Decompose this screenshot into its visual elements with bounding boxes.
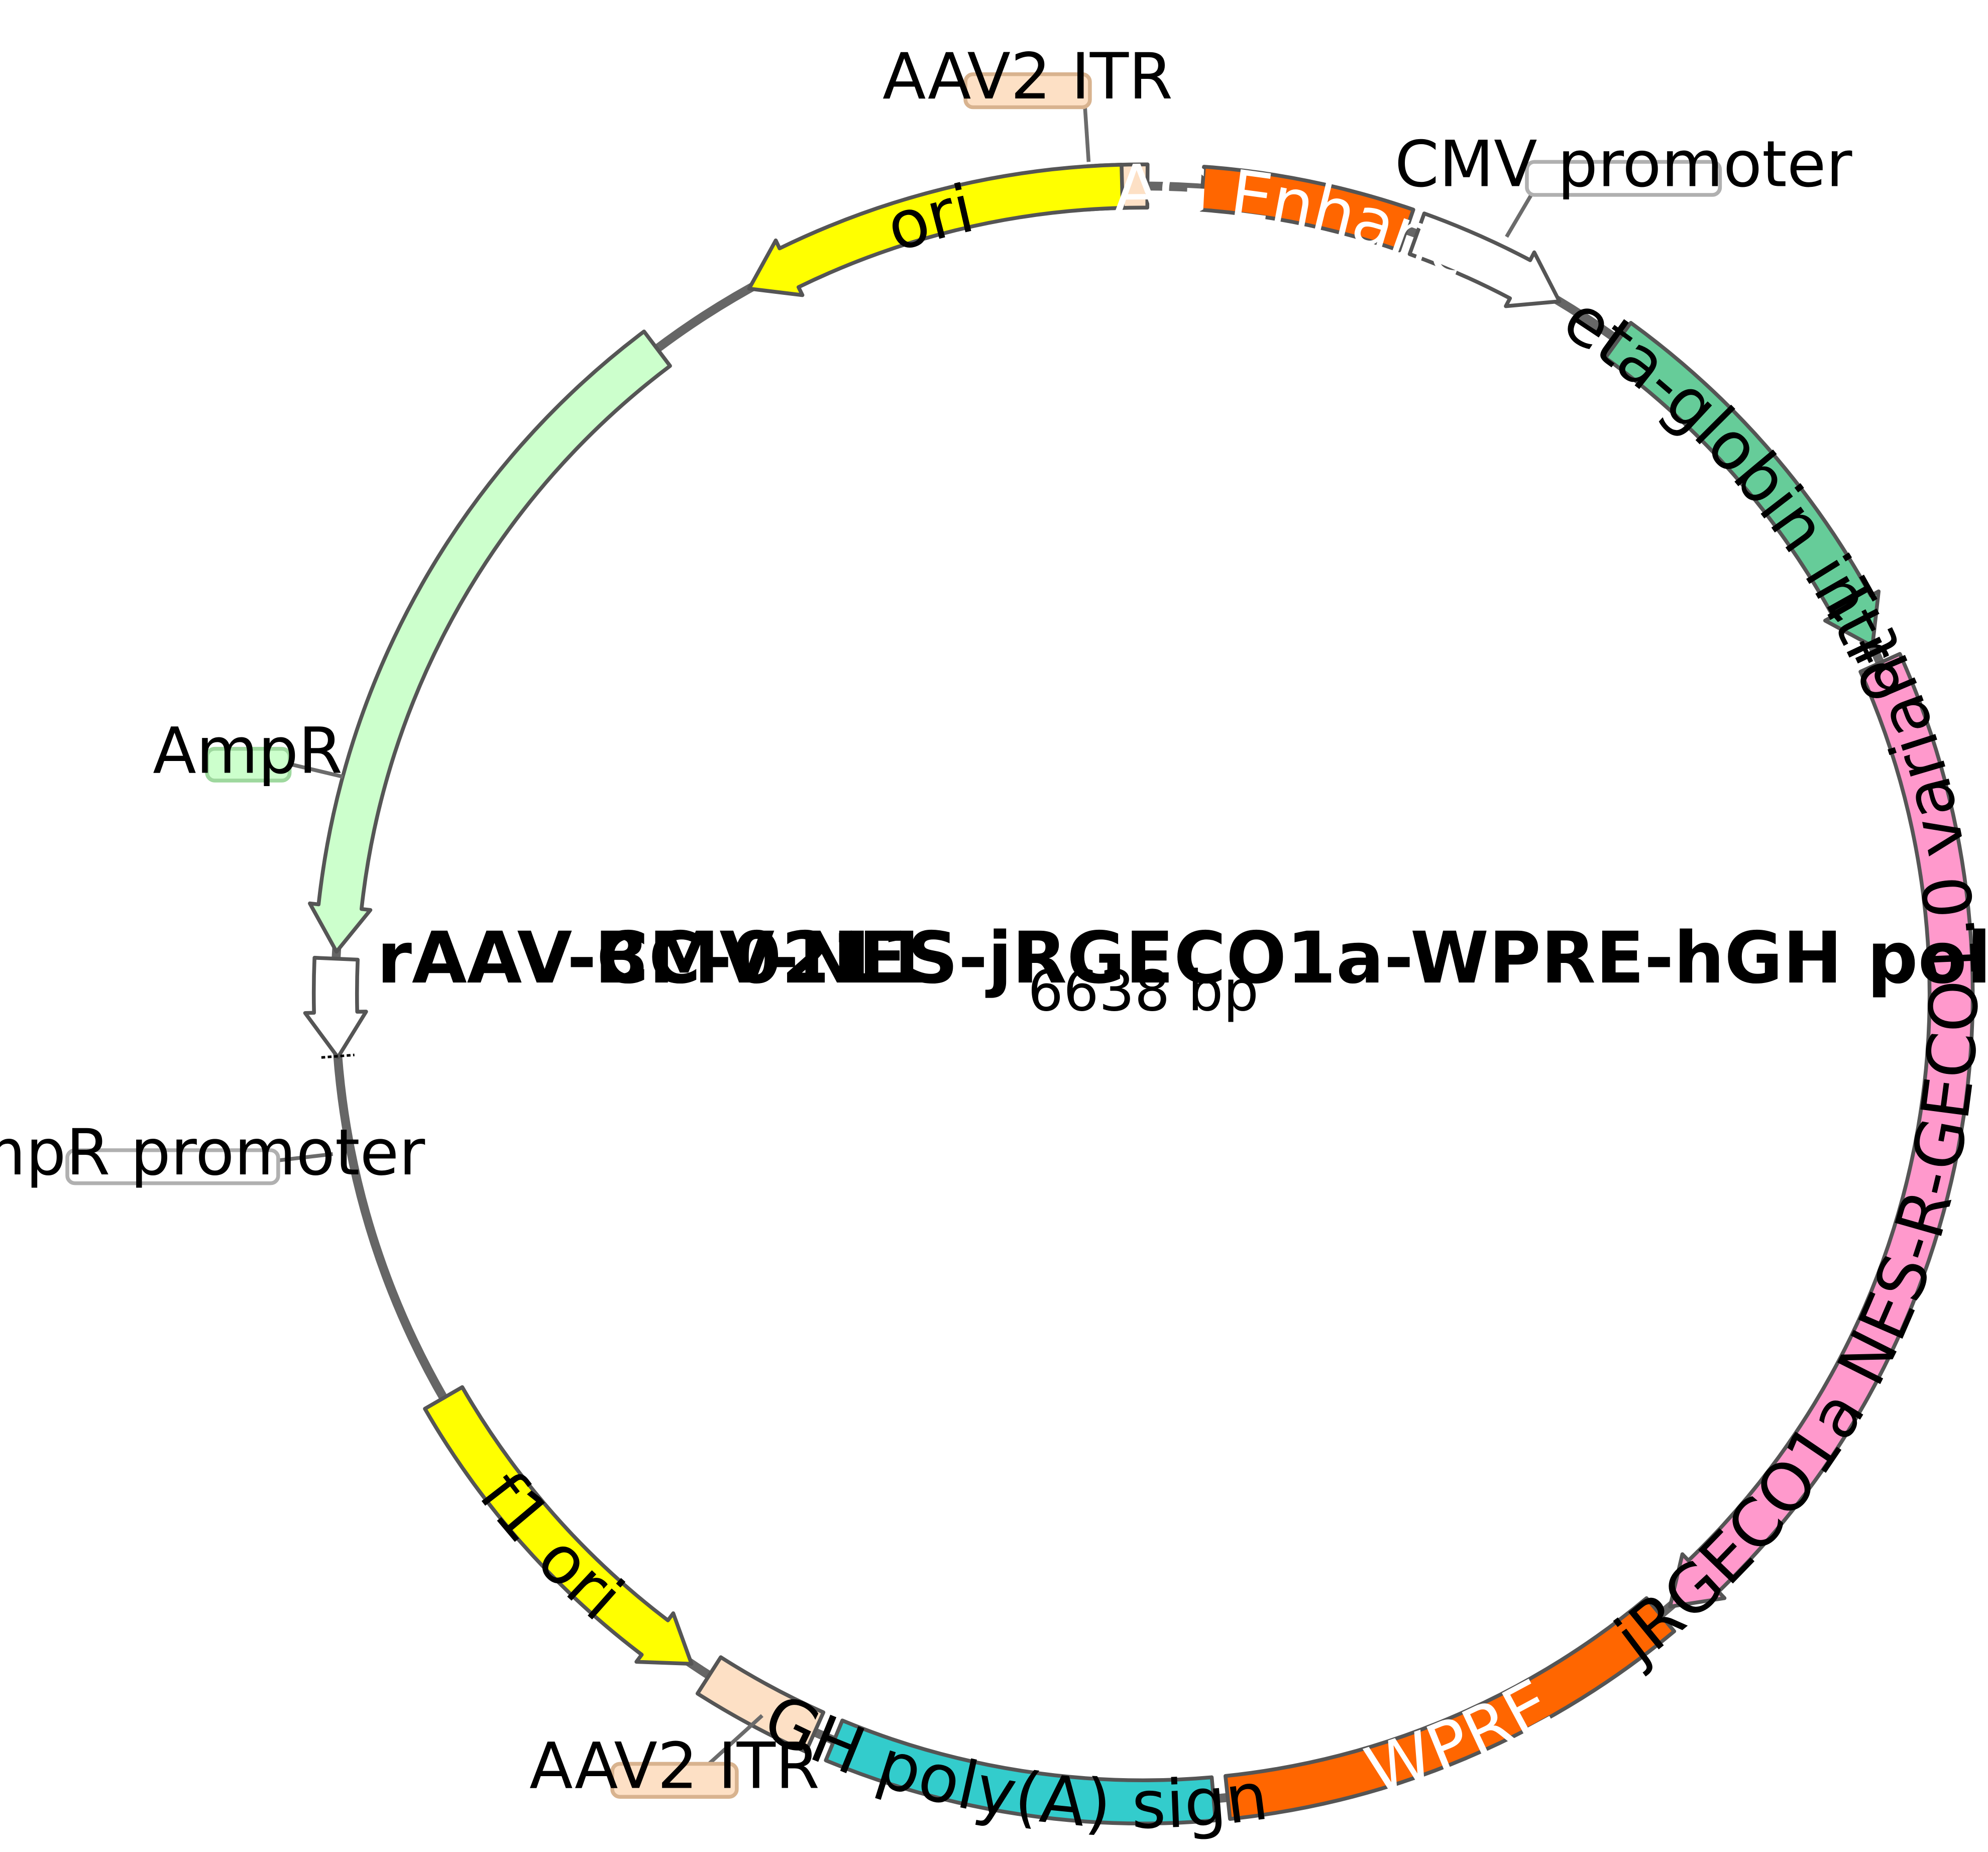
center-title: BC-0211 rAAV-CMV-NES-jRGECO1a-WPRE-hGH p… [377,917,1988,1024]
feature-ampr [308,330,672,954]
callout-aav2-itr-bottom: AAV2 ITR [529,1714,820,1803]
callout-label: AmpR promoter [0,1116,425,1189]
feature-ori [747,163,1125,297]
callout-ampr-promoter: AmpR promoter [0,1116,425,1189]
ring-label: NES-jRGECO1a NES-R-GECO1.0 variant 1670 [0,0,1988,1679]
plasmid-size: 6638 bp [1028,959,1259,1024]
callouts-layer: AAV2 ITR CMV promoter AmpR AmpR promoter… [0,40,1852,1803]
feature-f1-ori [423,1385,694,1666]
callout-label: AAV2 ITR [882,40,1173,114]
feature-aav2-itr [695,1655,826,1754]
callout-aav2-itr-top: AAV2 ITR [882,40,1173,162]
ring-label: CAG Enhancer [0,0,1482,293]
callout-label: AmpR [153,714,343,788]
callout-ampr: AmpR [153,714,344,788]
feature-beta-globin-intron [1603,320,1881,648]
feature-cmv-promoter [1407,211,1562,308]
ring-label: WPRE [1357,1665,1564,1810]
callout-label: CMV promoter [1395,127,1852,201]
plasmid-id: BC-0211 [594,917,930,1000]
plasmid-name: rAAV-CMV-NES-jRGECO1a-WPRE-hGH polyA [377,917,1988,1000]
callout-cmv-promoter: CMV promoter [1395,127,1852,238]
feature-nes-jrgeco1a-nes-r-geco1-0-variant-1670 [1668,651,1975,1609]
callout-label: AAV2 ITR [529,1729,820,1803]
feature-ampr-promoter [303,955,368,1059]
ring-label: ori [878,170,981,267]
feature-cag-enhancer [1198,165,1415,253]
features-layer [303,162,1975,1826]
feature-hgh-poly-a-signal [824,1718,1218,1826]
ampr-dotted-marker [321,1053,355,1059]
feature-wpre [1224,1596,1677,1821]
